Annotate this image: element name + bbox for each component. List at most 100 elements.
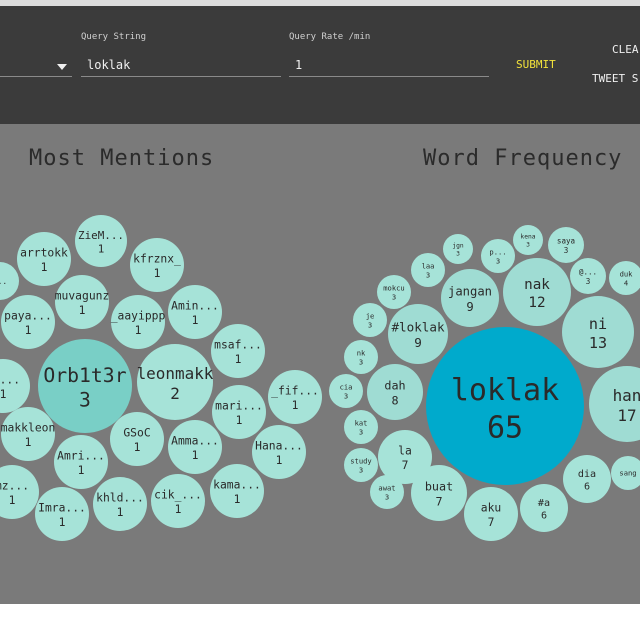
- mention-bubble-circle[interactable]: [168, 420, 222, 474]
- word-bubble-circle[interactable]: [548, 227, 584, 263]
- mention-bubble-circle[interactable]: [168, 285, 222, 339]
- mention-bubble-circle[interactable]: [93, 477, 147, 531]
- word-bubble-circle[interactable]: [563, 455, 611, 503]
- submit-button[interactable]: SUBMIT: [516, 58, 556, 71]
- word-bubble-circle[interactable]: [344, 340, 378, 374]
- mention-bubble-circle[interactable]: [0, 465, 39, 519]
- word-bubble-circle[interactable]: [441, 269, 499, 327]
- word-bubble-circle[interactable]: [353, 303, 387, 337]
- mention-bubble[interactable]: mari...1: [212, 385, 266, 439]
- word-bubble-circle[interactable]: [443, 234, 473, 264]
- mention-bubble[interactable]: mz...1: [0, 465, 39, 519]
- query-string-input[interactable]: loklak: [87, 58, 131, 72]
- mention-bubble-circle[interactable]: [268, 370, 322, 424]
- word-bubble-circle[interactable]: [481, 239, 515, 273]
- mention-bubble[interactable]: Imra...1: [35, 487, 89, 541]
- mention-bubble-circle[interactable]: [0, 262, 19, 300]
- mention-bubble[interactable]: Amin...1: [168, 285, 222, 339]
- word-bubble-circle[interactable]: [589, 366, 640, 442]
- mention-bubble-circle[interactable]: [252, 425, 306, 479]
- mention-bubble-circle[interactable]: [17, 232, 71, 286]
- mention-bubble-circle[interactable]: [1, 407, 55, 461]
- word-bubble[interactable]: sang: [611, 456, 640, 490]
- mention-bubble-circle[interactable]: [111, 295, 165, 349]
- mention-bubble-circle[interactable]: [211, 324, 265, 378]
- mention-bubble-circle[interactable]: [137, 344, 213, 420]
- word-bubble-circle[interactable]: [367, 364, 423, 420]
- word-bubble-circle[interactable]: [370, 475, 404, 509]
- mention-bubble-circle[interactable]: [55, 275, 109, 329]
- word-bubble-circle[interactable]: [570, 258, 606, 294]
- mention-bubble[interactable]: _fif...1: [268, 370, 322, 424]
- mention-bubble-circle[interactable]: [151, 474, 205, 528]
- mention-bubble[interactable]: kama...1: [210, 464, 264, 518]
- word-bubble-circle[interactable]: [611, 456, 640, 490]
- mention-bubble[interactable]: le...1: [0, 359, 30, 413]
- mention-bubble[interactable]: Amma...1: [168, 420, 222, 474]
- word-bubble-circle[interactable]: [378, 430, 432, 484]
- word-bubble-circle[interactable]: [344, 410, 378, 444]
- mention-bubble[interactable]: paya...1: [1, 295, 55, 349]
- word-bubble-circle[interactable]: [411, 253, 445, 287]
- word-bubble[interactable]: #a6: [520, 484, 568, 532]
- word-bubble-circle[interactable]: [503, 258, 571, 326]
- mention-bubble[interactable]: msaf...1: [211, 324, 265, 378]
- word-bubble-circle[interactable]: [411, 465, 467, 521]
- mention-bubble-circle[interactable]: [38, 339, 132, 433]
- clear-button[interactable]: CLEA: [612, 43, 639, 56]
- word-bubble-circle[interactable]: [329, 374, 363, 408]
- word-bubble-circle[interactable]: [464, 487, 518, 541]
- word-bubble-circle[interactable]: [377, 275, 411, 309]
- mention-bubble-circle[interactable]: [35, 487, 89, 541]
- word-bubble[interactable]: je3: [353, 303, 387, 337]
- mention-bubble[interactable]: kfrznx_1: [130, 238, 184, 292]
- word-bubble-circle[interactable]: [562, 296, 634, 368]
- mention-bubble-circle[interactable]: [75, 215, 127, 267]
- mention-bubble[interactable]: ZieM...1: [75, 215, 127, 267]
- mention-bubble-circle[interactable]: [212, 385, 266, 439]
- mention-bubble-circle[interactable]: [210, 464, 264, 518]
- mention-bubble-circle[interactable]: [130, 238, 184, 292]
- mention-bubble[interactable]: cik_...1: [151, 474, 205, 528]
- word-bubble[interactable]: la7: [378, 430, 432, 484]
- word-bubble[interactable]: nk3: [344, 340, 378, 374]
- mention-bubble[interactable]: khld...1: [93, 477, 147, 531]
- query-rate-input[interactable]: 1: [295, 58, 303, 72]
- mention-bubble[interactable]: Hana...1: [252, 425, 306, 479]
- dropdown-chevron-icon[interactable]: [57, 64, 67, 70]
- mention-bubble-circle[interactable]: [110, 412, 164, 466]
- mention-bubble-circle[interactable]: [1, 295, 55, 349]
- word-bubble-circle[interactable]: [513, 225, 543, 255]
- word-bubble-circle[interactable]: [344, 448, 378, 482]
- word-bubble-circle[interactable]: [388, 304, 448, 364]
- word-bubble[interactable]: @...3: [570, 258, 606, 294]
- mention-bubble-circle[interactable]: [54, 435, 108, 489]
- word-bubble[interactable]: p...3: [481, 239, 515, 273]
- word-bubble-circle[interactable]: [426, 327, 584, 485]
